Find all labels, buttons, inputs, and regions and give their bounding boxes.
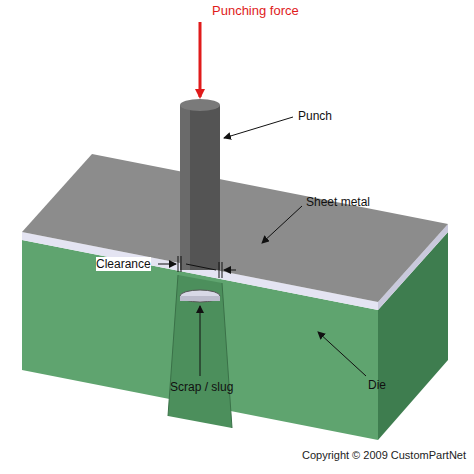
force-label: Punching force bbox=[212, 4, 299, 18]
dimension-tick bbox=[219, 262, 220, 278]
leader-line bbox=[224, 117, 293, 138]
punch-body bbox=[180, 105, 220, 270]
dimension-label: Clearance bbox=[96, 257, 151, 271]
dimension-line bbox=[186, 264, 216, 270]
part-label: Scrap / slug bbox=[170, 380, 233, 394]
punch-shade bbox=[180, 105, 190, 270]
leader-line bbox=[262, 206, 302, 243]
dimension-arrow bbox=[224, 270, 236, 271]
force-arrow bbox=[199, 22, 202, 97]
leader-line bbox=[158, 264, 176, 265]
copyright-note: Copyright © 2009 CustomPartNet bbox=[302, 448, 466, 462]
punch-top bbox=[180, 99, 220, 111]
part-label: Sheet metal bbox=[306, 195, 370, 209]
sheet-top bbox=[22, 154, 448, 302]
dimension-tick bbox=[178, 256, 179, 272]
dimension-tick bbox=[222, 262, 223, 278]
leader-line bbox=[200, 306, 201, 376]
die-hole bbox=[168, 275, 232, 428]
part-label: Die bbox=[368, 378, 386, 392]
slug-edge bbox=[180, 296, 220, 301]
part-label: Punch bbox=[298, 109, 332, 123]
slug bbox=[180, 290, 220, 302]
leader-line bbox=[318, 332, 366, 376]
dimension-tick bbox=[181, 256, 182, 272]
